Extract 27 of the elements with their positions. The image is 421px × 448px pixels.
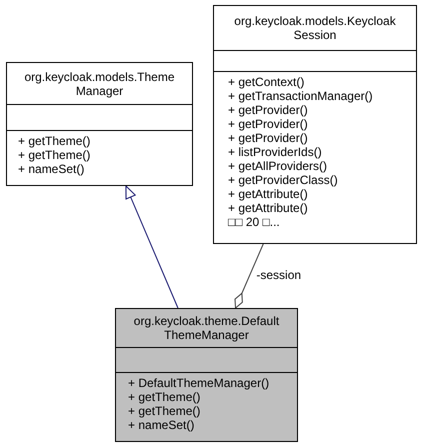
method-label: + getAttribute() xyxy=(228,201,308,215)
method-label: + getContext() xyxy=(228,75,304,89)
method-label: + listProviderIds() xyxy=(228,145,322,159)
method-label: □□ 20 □... xyxy=(228,215,280,229)
method-label: + getProviderClass() xyxy=(228,173,338,187)
class-name: org.keycloak.models.KeycloakSession xyxy=(233,14,397,42)
method-label: + getProvider() xyxy=(228,117,308,131)
method-label: + getTheme() xyxy=(18,134,90,148)
method-label: + getTheme() xyxy=(128,404,200,418)
method-label: + DefaultThemeManager() xyxy=(128,376,270,390)
method-label: + getProvider() xyxy=(228,103,308,117)
class-box xyxy=(6,62,193,186)
method-label: + getTransactionManager() xyxy=(228,89,373,103)
aggregation-line xyxy=(234,244,264,308)
inheritance-arrow xyxy=(125,186,178,308)
class-name: org.keycloak.models.ThemeManager xyxy=(23,70,176,98)
method-label: + nameSet() xyxy=(128,418,194,432)
method-label: + getTheme() xyxy=(18,148,90,162)
edge-label: -session xyxy=(255,268,302,282)
class-box xyxy=(115,308,298,442)
class-name: org.keycloak.theme.DefaultThemeManager xyxy=(132,314,280,342)
method-label: + getAttribute() xyxy=(228,187,308,201)
method-label: + nameSet() xyxy=(18,162,84,176)
method-label: + getTheme() xyxy=(128,390,200,404)
class-box xyxy=(213,5,417,244)
method-label: + getAllProviders() xyxy=(228,159,328,173)
method-label: + getProvider() xyxy=(228,131,308,145)
